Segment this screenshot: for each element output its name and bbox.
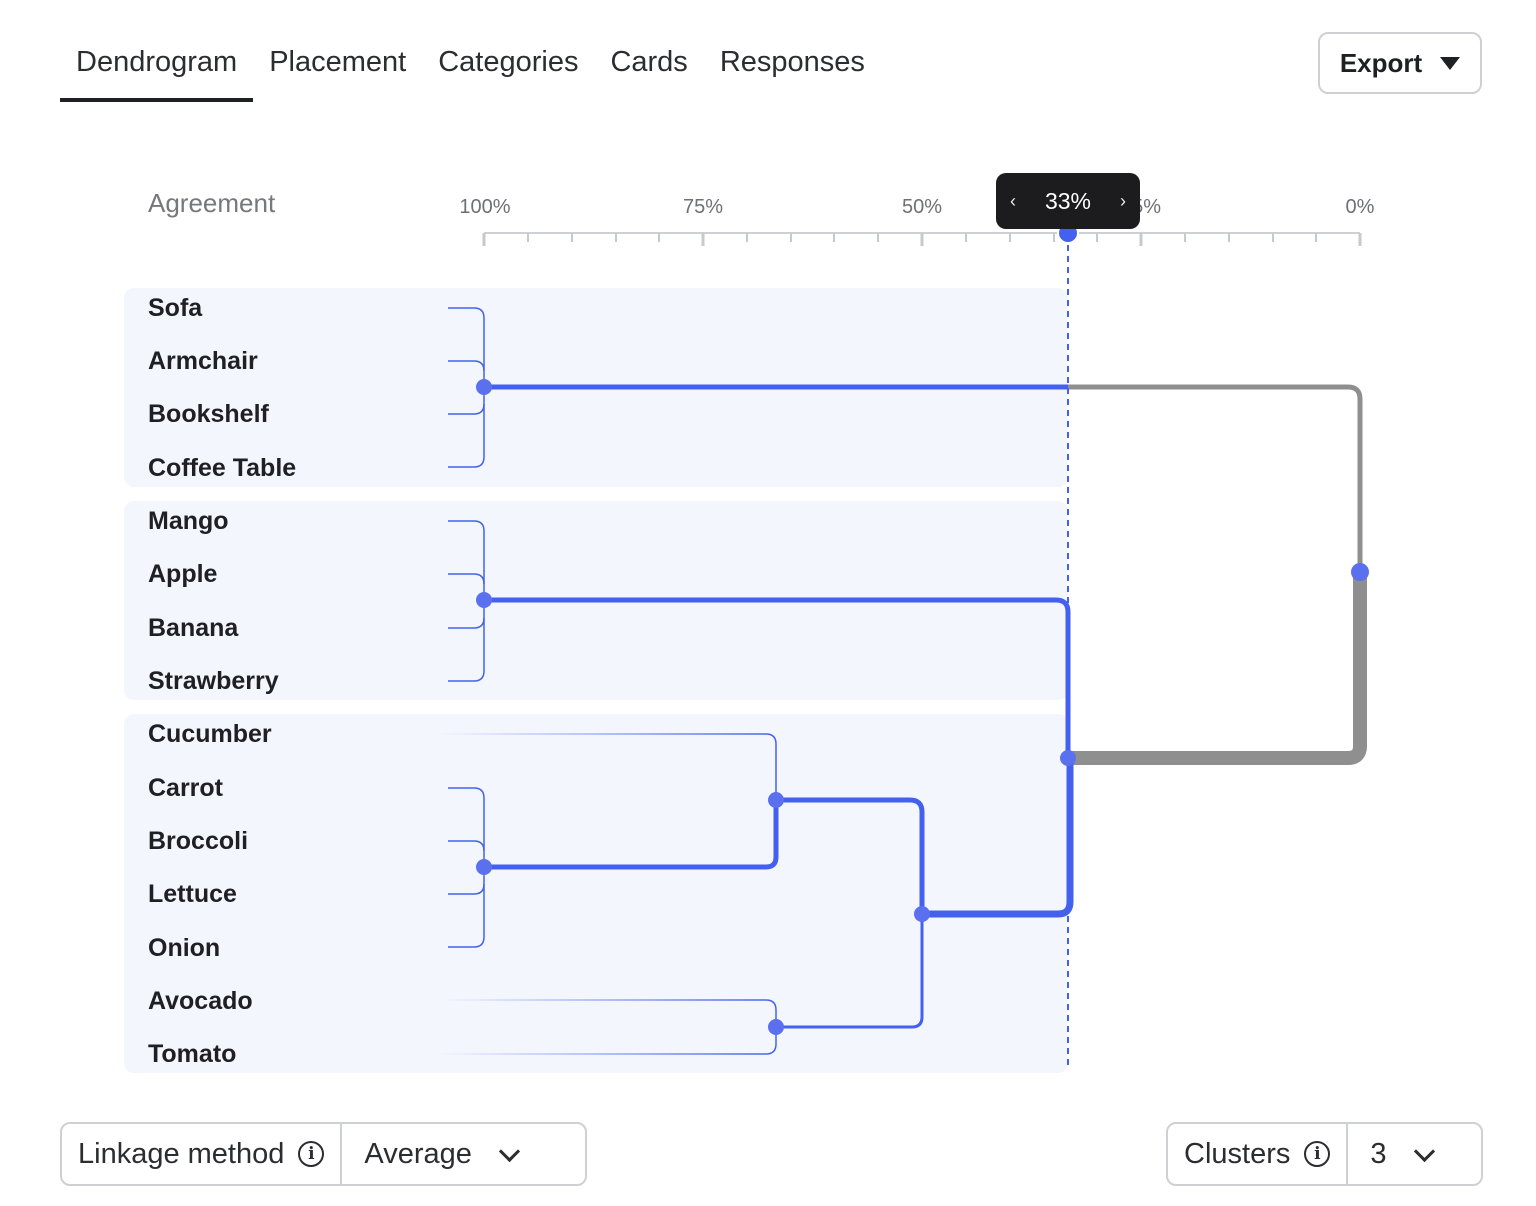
- tab-dendrogram[interactable]: Dendrogram: [60, 30, 254, 102]
- linkage-method-label-area: Linkage method i: [62, 1124, 340, 1184]
- info-icon[interactable]: i: [1304, 1141, 1331, 1167]
- axis-title: Agreement: [148, 188, 276, 218]
- clusters-value: 3: [1370, 1137, 1387, 1170]
- leaf-label: Strawberry: [148, 667, 279, 695]
- leaf-label: Sofa: [148, 294, 203, 322]
- leaf-label: Broccoli: [148, 827, 249, 855]
- veg-merge-link: [776, 797, 925, 914]
- root-veg-link: [484, 800, 779, 870]
- caret-down-icon: [1440, 56, 1461, 70]
- tick-label-50: 50%: [901, 196, 943, 218]
- leaf-label: Carrot: [148, 774, 224, 802]
- tab-cards[interactable]: Cards: [610, 46, 688, 78]
- clusters-control: Clusters i 3: [1166, 1122, 1483, 1186]
- tick-label-100: 100%: [459, 196, 511, 218]
- chevron-down-icon: [1413, 1140, 1435, 1162]
- cucumber-link: [440, 733, 777, 800]
- leaf-label: Banana: [148, 614, 239, 642]
- leaf-label: Bookshelf: [148, 400, 269, 428]
- root-link-top: [1068, 384, 1363, 761]
- export-button[interactable]: Export: [1318, 32, 1482, 94]
- leaf-label: Armchair: [148, 347, 258, 375]
- export-label: Export: [1339, 47, 1423, 78]
- root-link-bottom: [1068, 572, 1367, 765]
- tab-bar: Dendrogram Placement Categories Cards Re…: [60, 30, 881, 105]
- tab-responses[interactable]: Responses: [719, 46, 865, 78]
- threshold-tooltip: ‹ 33% ›: [996, 173, 1140, 229]
- clusters-label-area: Clusters i: [1168, 1124, 1346, 1184]
- tab-placement[interactable]: Placement: [269, 46, 407, 78]
- dendrogram-nodes: [476, 379, 1369, 1035]
- leaf-label: Avocado: [148, 987, 253, 1015]
- leaf-label: Mango: [148, 507, 229, 535]
- clusters-select[interactable]: 3: [1346, 1124, 1481, 1184]
- veg-to-fruit-link: [922, 758, 1074, 918]
- linkage-method-label: Linkage method: [78, 1137, 285, 1170]
- clusters-label: Clusters: [1184, 1137, 1291, 1170]
- avocado-tomato-merge: [776, 914, 924, 1029]
- linkage-method-value: Average: [364, 1137, 472, 1170]
- linkage-method-control: Linkage method i Average: [60, 1122, 587, 1186]
- axis-ticks: [482, 233, 1362, 246]
- leaf-label: Coffee Table: [148, 454, 297, 482]
- chevron-left-icon[interactable]: ‹: [1010, 190, 1016, 211]
- threshold-value: 33%: [1044, 187, 1092, 214]
- cluster-vegetable-panel: [124, 714, 1068, 1073]
- chevron-right-icon[interactable]: ›: [1119, 190, 1126, 211]
- linkage-method-select[interactable]: Average: [340, 1124, 585, 1184]
- tick-label-0: 0%: [1345, 196, 1375, 218]
- leaf-label: Tomato: [148, 1040, 237, 1068]
- leaf-label: Lettuce: [148, 880, 237, 908]
- tick-label-75: 75%: [682, 196, 724, 218]
- tab-categories[interactable]: Categories: [438, 46, 579, 78]
- info-icon[interactable]: i: [298, 1141, 325, 1167]
- chevron-down-icon: [498, 1140, 520, 1162]
- leaf-label: Cucumber: [148, 720, 272, 748]
- avocado-tomato-link: [440, 999, 777, 1055]
- leaf-label: Apple: [148, 560, 218, 588]
- leaf-label: Onion: [148, 934, 221, 962]
